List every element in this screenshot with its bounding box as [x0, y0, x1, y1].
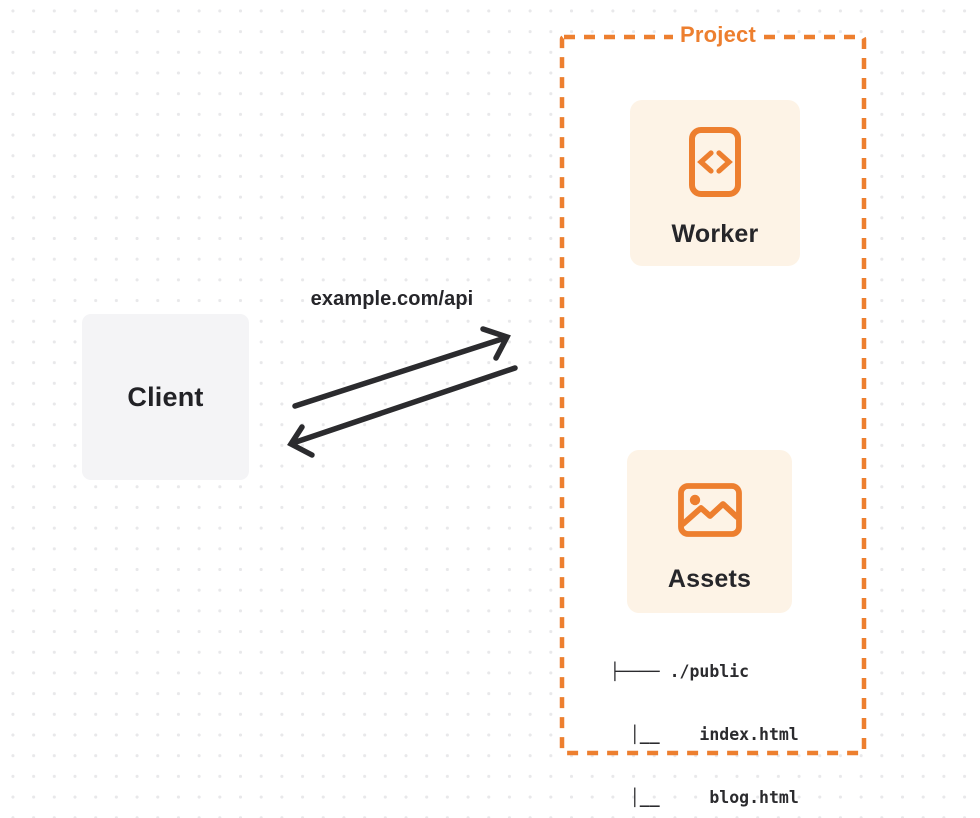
worker-node: Worker [630, 100, 800, 266]
tree-entry-name: blog.html [709, 788, 799, 807]
client-node: Client [82, 314, 249, 480]
assets-file-tree: ├──── ./public │__ index.html │__ blog.h… [610, 619, 799, 818]
assets-node: Assets [627, 450, 792, 613]
file-tree-row: ├──── ./public [610, 661, 799, 682]
code-file-icon [689, 127, 741, 197]
request-arrowhead-icon [480, 326, 511, 361]
request-url-label: example.com/api [310, 288, 474, 310]
request-arrow-shaft [292, 335, 508, 409]
response-arrow-shaft [290, 365, 518, 446]
assets-node-label: Assets [667, 565, 752, 593]
project-group-title-text: Project [673, 22, 763, 48]
tree-entry-name: index.html [699, 725, 799, 744]
image-icon [677, 483, 742, 537]
tree-entry-name: ./public [669, 662, 750, 681]
tree-branch-glyph: │__ [610, 788, 710, 807]
tree-branch-glyph: ├──── [610, 662, 670, 681]
project-group-title: Project [566, 22, 870, 48]
worker-node-label: Worker [671, 220, 759, 248]
client-node-label: Client [127, 381, 204, 412]
file-tree-row: │__ index.html [610, 724, 799, 745]
response-arrowhead-icon [287, 424, 315, 458]
tree-branch-glyph: │__ [610, 725, 700, 744]
file-tree-row: │__ blog.html [610, 787, 799, 808]
